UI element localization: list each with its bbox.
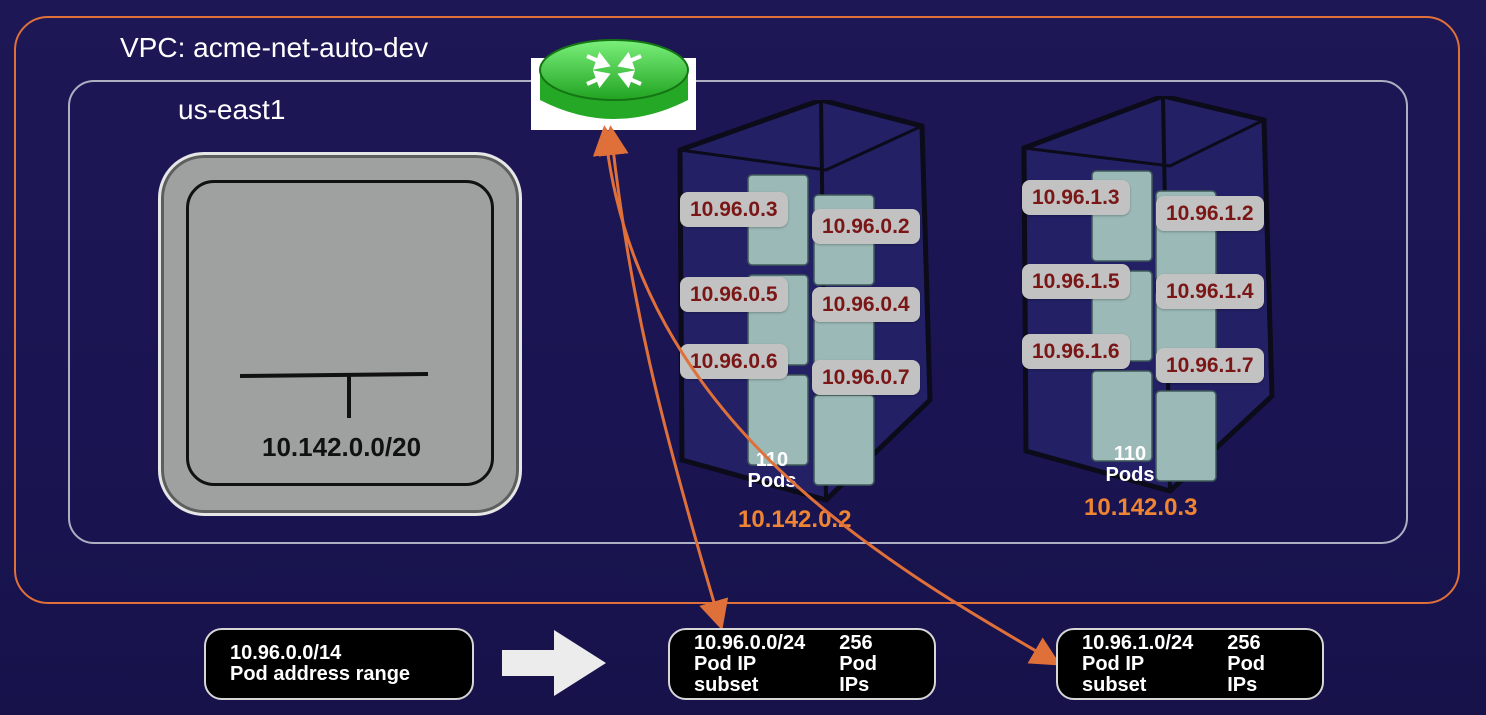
subset-count: 256	[1227, 631, 1261, 654]
pod-range-desc: Pod address range	[230, 663, 411, 685]
pod-ip-chip: 10.96.0.3	[680, 192, 788, 228]
pod-ip-chip: 10.96.0.4	[812, 287, 920, 323]
pod-count-number: 110	[1113, 443, 1147, 465]
pod-ip-chip: 10.96.1.3	[1022, 180, 1130, 216]
subset-cidr: 10.96.1.0/24	[1082, 631, 1194, 654]
subset-count: 256	[839, 631, 873, 654]
pod-ip-subset-box: 10.96.0.0/24 Pod IP subset 256 Pod IPs	[668, 628, 936, 700]
pod-range-text: 10.96.0.0/14 Pod address range	[230, 643, 410, 685]
subset-count-desc: Pod IPs	[839, 652, 878, 696]
arrow-right-icon	[502, 630, 606, 696]
subset-desc: Pod IP subset	[1082, 652, 1147, 696]
pod-range-cidr: 10.96.0.0/14	[230, 642, 342, 664]
pod-ip-chip: 10.96.1.7	[1156, 348, 1264, 384]
pod-ip-chip: 10.96.0.2	[812, 209, 920, 245]
node-ip: 10.142.0.3	[1084, 494, 1198, 521]
pod-ip-chip: 10.96.1.5	[1022, 264, 1130, 300]
subset-right: 256 Pod IPs	[1227, 631, 1298, 696]
pod-ip-chip: 10.96.0.7	[812, 360, 920, 396]
node-ip: 10.142.0.2	[738, 506, 852, 533]
pod-ip-chip: 10.96.1.6	[1022, 334, 1130, 370]
subnet-inner-box	[186, 180, 494, 486]
pod-count-number: 110	[755, 449, 789, 471]
pod-count-label: 110 Pods	[744, 450, 800, 492]
subset-left: 10.96.0.0/24 Pod IP subset	[694, 631, 821, 696]
subset-left: 10.96.1.0/24 Pod IP subset	[1082, 631, 1209, 696]
pod-ip-chip: 10.96.1.2	[1156, 196, 1264, 232]
pod-count-word: Pods	[747, 470, 797, 492]
pod-ip-chip: 10.96.0.6	[680, 344, 788, 380]
pod-count-label: 110 Pods	[1102, 444, 1158, 486]
subnet-cidr: 10.142.0.0/20	[262, 432, 422, 462]
region-label: us-east1	[178, 94, 286, 125]
vpc-label: VPC: acme-net-auto-dev	[120, 32, 429, 63]
pod-ip-chip: 10.96.1.4	[1156, 274, 1264, 310]
subset-cidr: 10.96.0.0/24	[694, 631, 806, 654]
pod-ip-subset-box: 10.96.1.0/24 Pod IP subset 256 Pod IPs	[1056, 628, 1324, 700]
pod-count-word: Pods	[1105, 464, 1155, 486]
subnet-box	[158, 152, 522, 516]
pod-ip-chip: 10.96.0.5	[680, 277, 788, 313]
subset-count-desc: Pod IPs	[1227, 652, 1266, 696]
subset-right: 256 Pod IPs	[839, 631, 910, 696]
subset-desc: Pod IP subset	[694, 652, 759, 696]
pod-address-range-box: 10.96.0.0/14 Pod address range	[204, 628, 474, 700]
